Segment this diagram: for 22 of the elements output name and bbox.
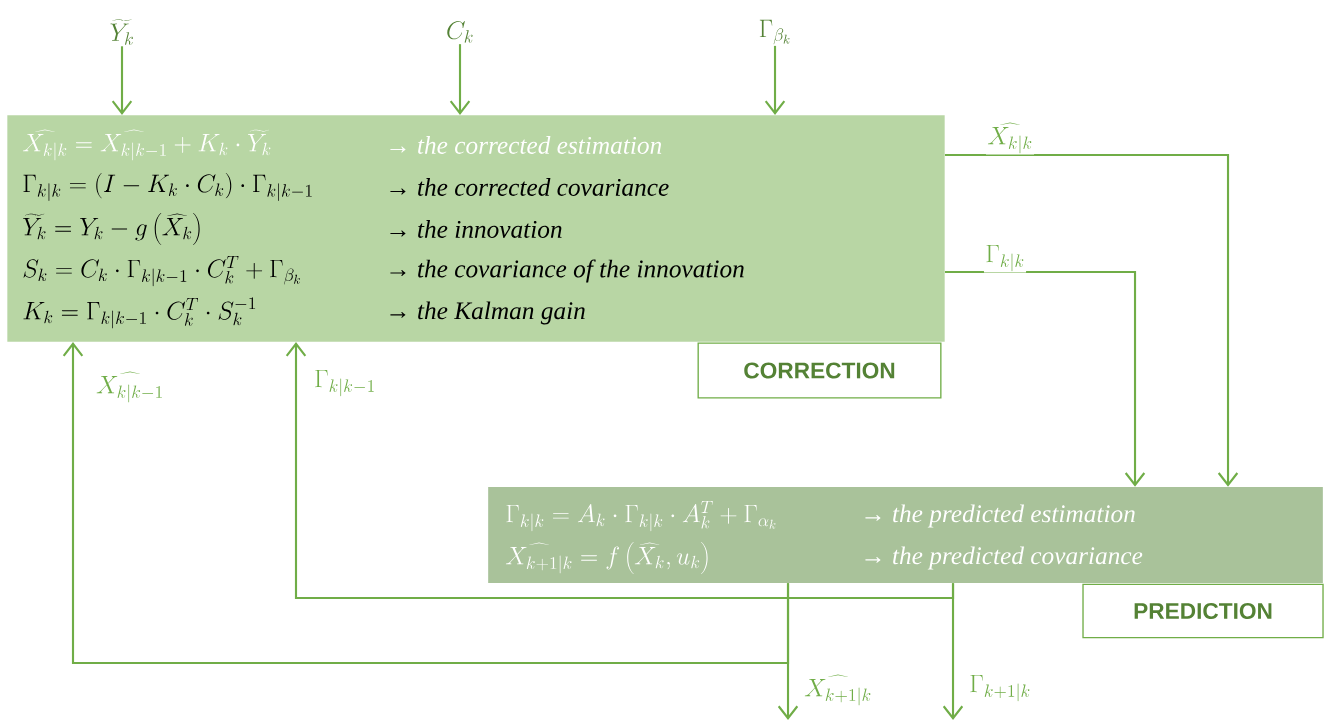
arrow — [944, 153, 1239, 487]
arrow — [777, 583, 799, 720]
arrow — [62, 342, 790, 665]
arrow — [449, 44, 471, 115]
edge-label: $\widehat{X_{k|k}}$ — [985, 121, 1035, 155]
prediction-box: $\Gamma_{k|k} = A_k \cdot \Gamma_{k|k} \cdot A_k^T + \Gamma_{\alpha_k}$ → the predicted estimation $\widehat{X_{k+1|k}} = f\left(\widehat{X_k}, u_k\right)$ → the predicted covariance — [488, 487, 1323, 583]
arrow — [111, 46, 133, 115]
prediction-label-box: PREDICTION — [1082, 583, 1324, 639]
edge-label: $\widehat{X_{k+1|k}}$ — [802, 673, 874, 707]
correction-box: $\widehat{X_{k|k}} = \widehat{X_{k|k-1}} + K_k \cdot \widetilde{Y_k}$ → the corrected estimation $\Gamma_{k|k} = (I - K_k \cdot C_k) \cdot \Gamma_{k|k-1}$ → the corrected covariance $\widetilde{Y_k} = Y_k - g\left(\widehat{X_k}\right)$ → the innovation $S_k = C_k \cdot \Gamma_{k|k-1} \cdot C_k^T + \Gamma_{\beta_k}$ → the covariance of the innovation $K_k = \Gamma_{k|k-1} \cdot C_k^T \cdot S_k^{-1}$ → the Kalman gain — [7, 115, 945, 342]
edge-label: $\Gamma_{k+1|k}$ — [967, 673, 1033, 703]
edge-label: $\widehat{X_{k|k-1}}$ — [94, 370, 166, 404]
input-label: $C_k$ — [447, 20, 473, 43]
correction-label-box: CORRECTION — [697, 342, 942, 399]
arrow — [944, 270, 1146, 487]
edge-label: $\Gamma_{k|k}$ — [983, 243, 1027, 273]
input-label: $\Gamma_{\beta_k}$ — [759, 19, 790, 45]
input-label: $\widetilde{Y_k}$ — [110, 19, 133, 45]
arrow — [764, 45, 786, 115]
arrow — [942, 583, 964, 720]
edge-label: $\Gamma_{k|k-1}$ — [312, 368, 378, 398]
arrow — [285, 342, 955, 600]
